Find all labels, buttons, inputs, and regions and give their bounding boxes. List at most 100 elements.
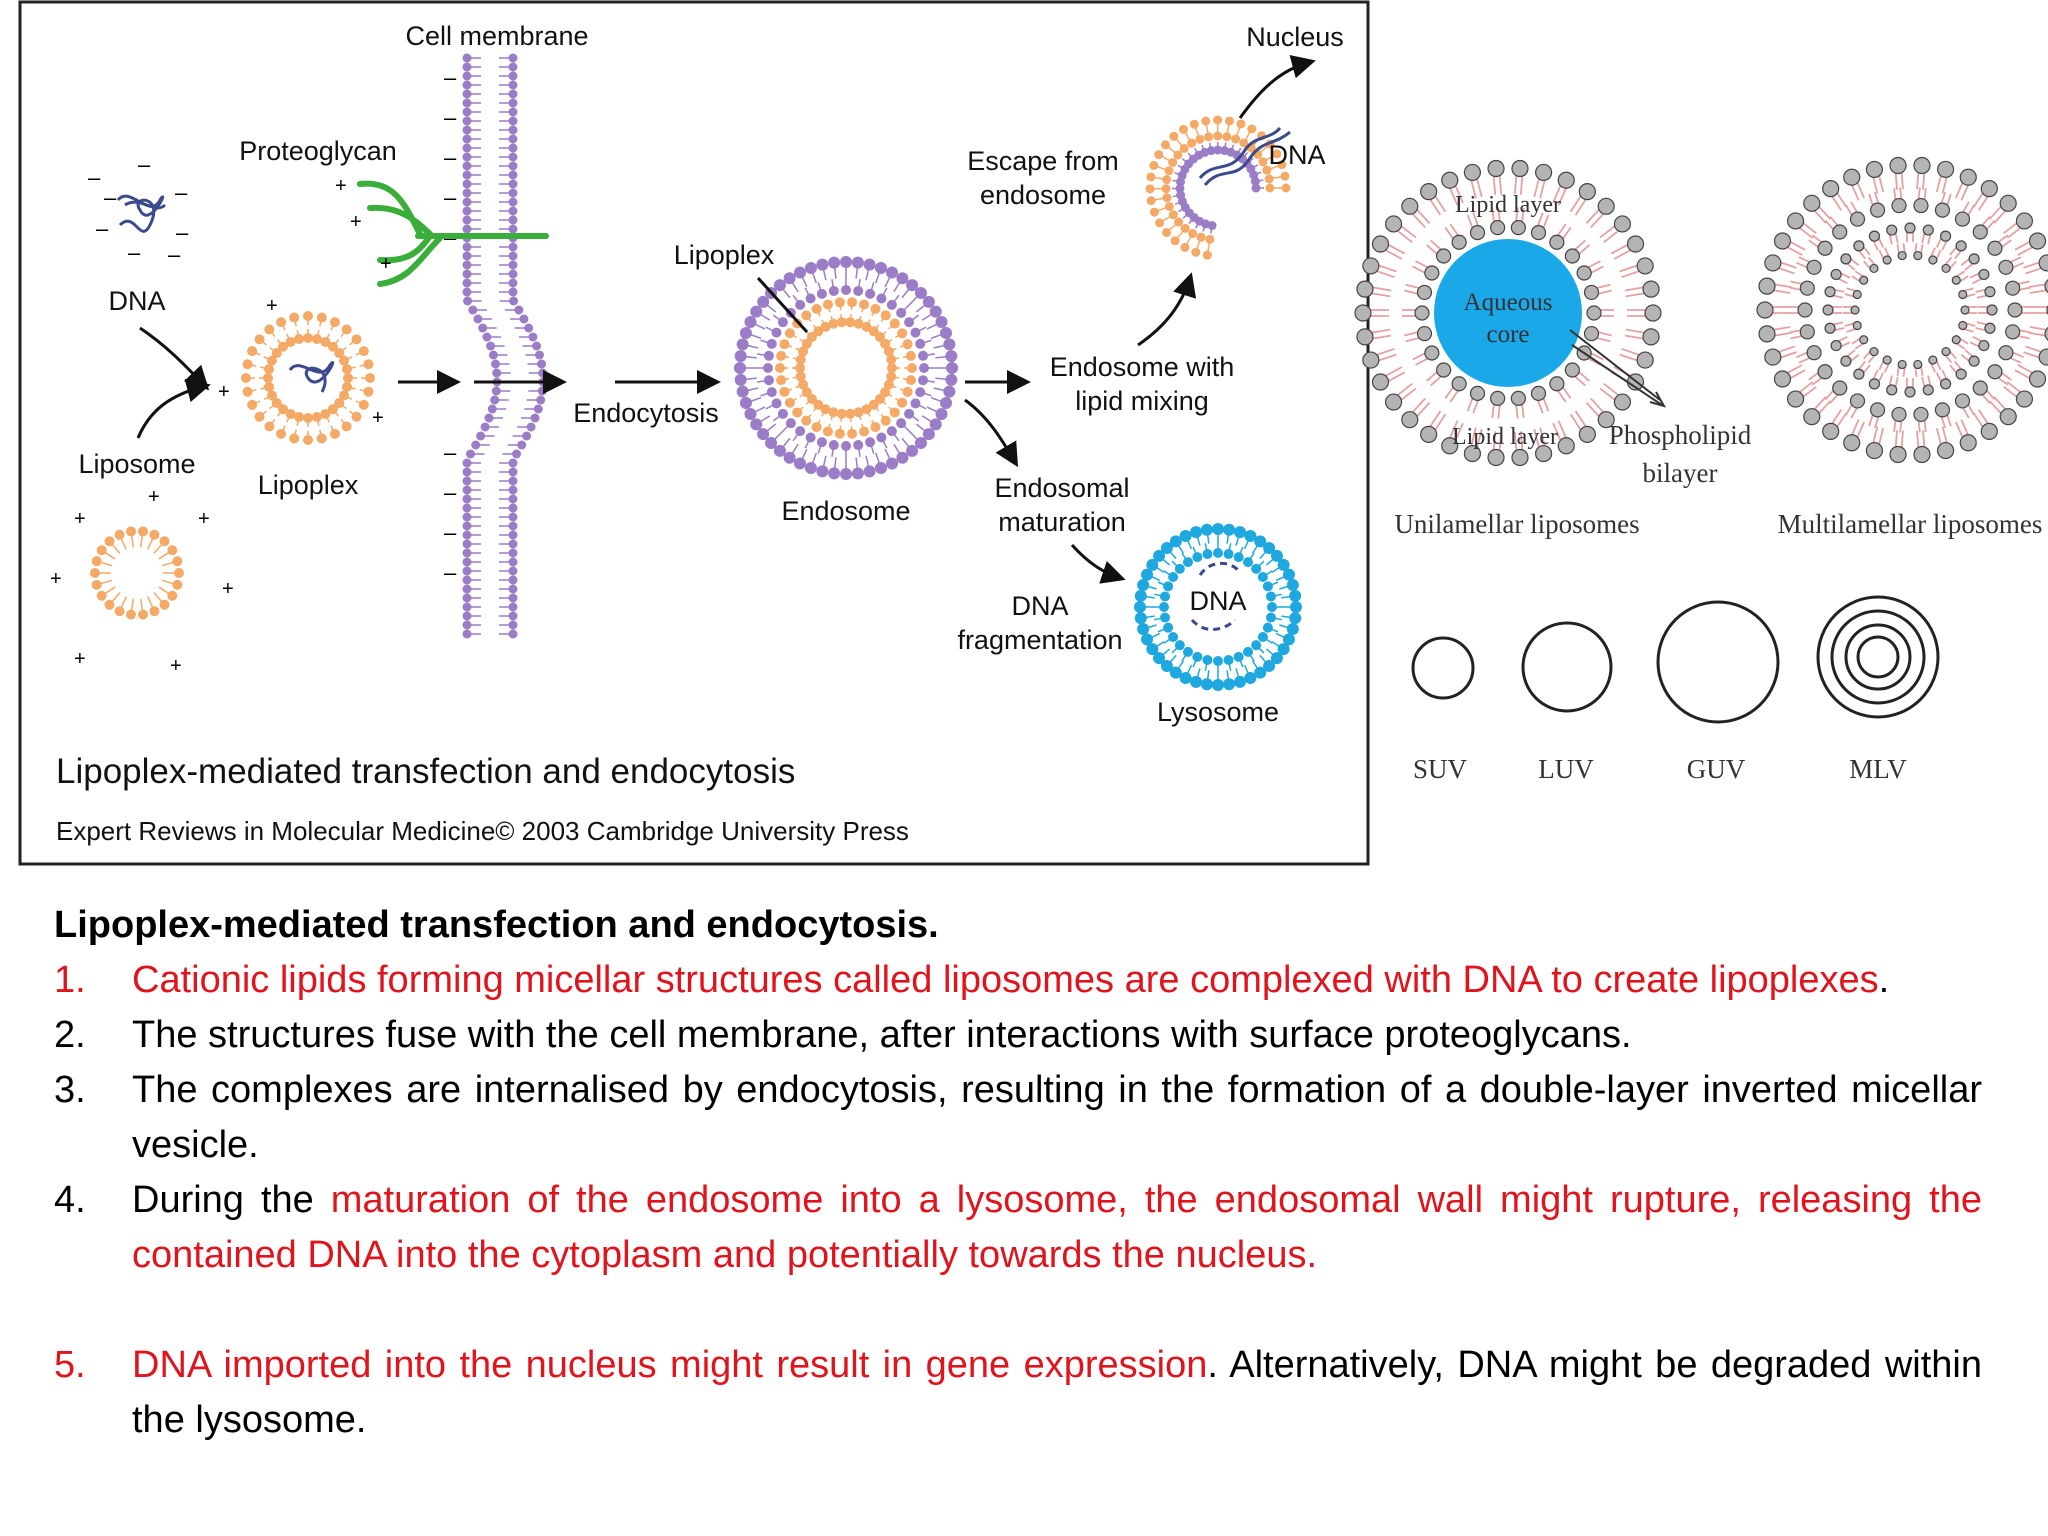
multilamellar-liposome-icon bbox=[1756, 156, 2048, 464]
caption-item-number: 2. bbox=[54, 1014, 86, 1056]
caption-item-text: The structures fuse with the cell membra… bbox=[132, 1014, 1632, 1056]
svg-text:–: – bbox=[444, 65, 457, 90]
liposome-plus-signs: +++++++ bbox=[50, 486, 234, 677]
lysosome-icon bbox=[1134, 523, 1302, 691]
svg-text:–: – bbox=[168, 242, 181, 267]
caption-highlight: maturation of the endosome into a lysoso… bbox=[132, 1179, 1982, 1276]
lipoplex-pointer-line bbox=[756, 276, 809, 334]
caption-item-text: During the maturation of the endosome in… bbox=[132, 1173, 1982, 1283]
label-multilamellar: Multilamellar liposomes bbox=[1778, 509, 2043, 539]
caption-plain: . Alternatively, DNA might be degraded w… bbox=[132, 1344, 1982, 1441]
caption-plain: . bbox=[1878, 959, 1890, 1001]
arrow-lipid-mixing-to-escape bbox=[1137, 272, 1197, 347]
label-dna-lysosome: DNA bbox=[1189, 586, 1246, 616]
label-phospholipid-line2: bilayer bbox=[1643, 458, 1718, 488]
svg-text:–: – bbox=[175, 180, 188, 205]
svg-text:–: – bbox=[444, 105, 457, 130]
label-aqueous-core-line2: core bbox=[1486, 321, 1529, 348]
caption-item: 5. DNA imported into the nucleus might r… bbox=[54, 1338, 1982, 1448]
caption-item: 3. The complexes are internalised by end… bbox=[54, 1063, 1982, 1173]
phospholipid-pointer-lines bbox=[1569, 329, 1667, 408]
caption-item-number: 4. bbox=[54, 1179, 86, 1221]
liposome-icon bbox=[90, 526, 184, 620]
svg-text:–: – bbox=[444, 185, 457, 210]
svg-text:+: + bbox=[198, 508, 210, 530]
label-guv: GUV bbox=[1687, 754, 1746, 784]
svg-text:+: + bbox=[148, 486, 160, 508]
proteoglycan-plus: + bbox=[350, 211, 362, 233]
caption-item-text: DNA imported into the nucleus might resu… bbox=[132, 1338, 1982, 1448]
svg-text:–: – bbox=[96, 216, 109, 241]
unilamellar-liposome-icon bbox=[1354, 159, 1662, 467]
svg-text:–: – bbox=[104, 185, 117, 210]
caption-item-text: The complexes are internalised by endocy… bbox=[132, 1069, 1982, 1166]
caption: Lipoplex-mediated transfection and endoc… bbox=[54, 898, 1982, 1448]
label-unilamellar: Unilamellar liposomes bbox=[1394, 509, 1639, 539]
caption-item: 2. The structures fuse with the cell mem… bbox=[54, 1008, 1982, 1063]
label-lysosome: Lysosome bbox=[1157, 697, 1279, 727]
fragmented-dna-icon bbox=[1190, 561, 1242, 631]
caption-item-text: Cationic lipids forming micellar structu… bbox=[132, 953, 1982, 1008]
label-aqueous-core-line1: Aqueous bbox=[1464, 289, 1553, 316]
caption-item-number: 5. bbox=[54, 1344, 86, 1386]
svg-text:+: + bbox=[222, 578, 234, 600]
svg-text:–: – bbox=[176, 220, 189, 245]
label-suv: SUV bbox=[1413, 754, 1468, 784]
proteoglycan-plus: + bbox=[380, 253, 392, 275]
label-proteoglycan: Proteoglycan bbox=[239, 136, 397, 166]
label-lipid-layer-top: Lipid layer bbox=[1455, 192, 1561, 218]
lipoplex-plus: + bbox=[218, 381, 230, 403]
caption-spacer bbox=[54, 1283, 1982, 1338]
svg-text:–: – bbox=[444, 560, 457, 585]
label-dna-escape: DNA bbox=[1268, 140, 1325, 170]
membrane-minus-signs: ––––––––– bbox=[444, 65, 457, 585]
suv-circle bbox=[1411, 636, 1475, 700]
label-cell-membrane: Cell membrane bbox=[405, 21, 588, 51]
lipoplex-icon bbox=[241, 311, 375, 445]
svg-text:–: – bbox=[88, 165, 101, 190]
svg-text:–: – bbox=[444, 480, 457, 505]
label-escape-line2: endosome bbox=[980, 180, 1106, 210]
escaped-dna-icon bbox=[1198, 126, 1291, 187]
label-fragmentation-line1: DNA bbox=[1011, 591, 1068, 621]
escape-vesicle-icon bbox=[1145, 115, 1291, 260]
figure-credit: Expert Reviews in Molecular Medicine© 20… bbox=[56, 816, 909, 846]
proteoglycan-plus: + bbox=[335, 175, 347, 197]
dna-icon bbox=[116, 194, 167, 233]
lipoplex-plus: + bbox=[266, 295, 278, 317]
caption-item-number: 1. bbox=[54, 959, 86, 1001]
caption-item: 1. Cationic lipids forming micellar stru… bbox=[54, 953, 1982, 1008]
proteoglycan-icon bbox=[357, 180, 549, 287]
figure-title: Lipoplex-mediated transfection and endoc… bbox=[56, 752, 795, 791]
label-luv: LUV bbox=[1538, 754, 1594, 784]
label-maturation-line2: maturation bbox=[998, 507, 1126, 537]
caption-title: Lipoplex-mediated transfection and endoc… bbox=[54, 904, 939, 946]
label-escape-line1: Escape from bbox=[967, 146, 1119, 176]
figure-canvas: ––––––––– + + + –––––––– +++++++ + + + bbox=[18, 0, 2048, 866]
label-endocytosis: Endocytosis bbox=[573, 398, 719, 428]
svg-text:+: + bbox=[50, 568, 62, 590]
label-lipoplex-endosome: Lipoplex bbox=[674, 240, 775, 270]
label-lipoplex-small: Lipoplex bbox=[258, 470, 359, 500]
label-lipid-mixing-line1: Endosome with bbox=[1050, 352, 1235, 382]
endosome-icon bbox=[734, 256, 958, 480]
arrow-escape-to-nucleus bbox=[1238, 55, 1316, 119]
svg-text:+: + bbox=[74, 508, 86, 530]
svg-text:+: + bbox=[74, 648, 86, 670]
flow-arrows bbox=[136, 55, 1316, 584]
svg-text:–: – bbox=[128, 240, 141, 265]
svg-text:–: – bbox=[444, 145, 457, 170]
label-endosome: Endosome bbox=[781, 496, 910, 526]
lipoplex-plus: + bbox=[372, 407, 384, 429]
arrow-to-maturation bbox=[964, 398, 1019, 468]
svg-text:–: – bbox=[444, 520, 457, 545]
label-maturation-line1: Endosomal bbox=[994, 473, 1129, 503]
label-lipid-layer-bottom: Lipid layer bbox=[1452, 424, 1558, 450]
caption-item: 4. During the maturation of the endosome… bbox=[54, 1173, 1982, 1283]
svg-text:–: – bbox=[138, 152, 151, 177]
label-phospholipid-line1: Phospholipid bbox=[1609, 420, 1752, 450]
caption-plain: During the bbox=[132, 1179, 331, 1221]
label-nucleus: Nucleus bbox=[1246, 22, 1344, 52]
left-figure-frame bbox=[18, 0, 1370, 866]
dna-minus-signs: –––––––– bbox=[88, 152, 189, 267]
